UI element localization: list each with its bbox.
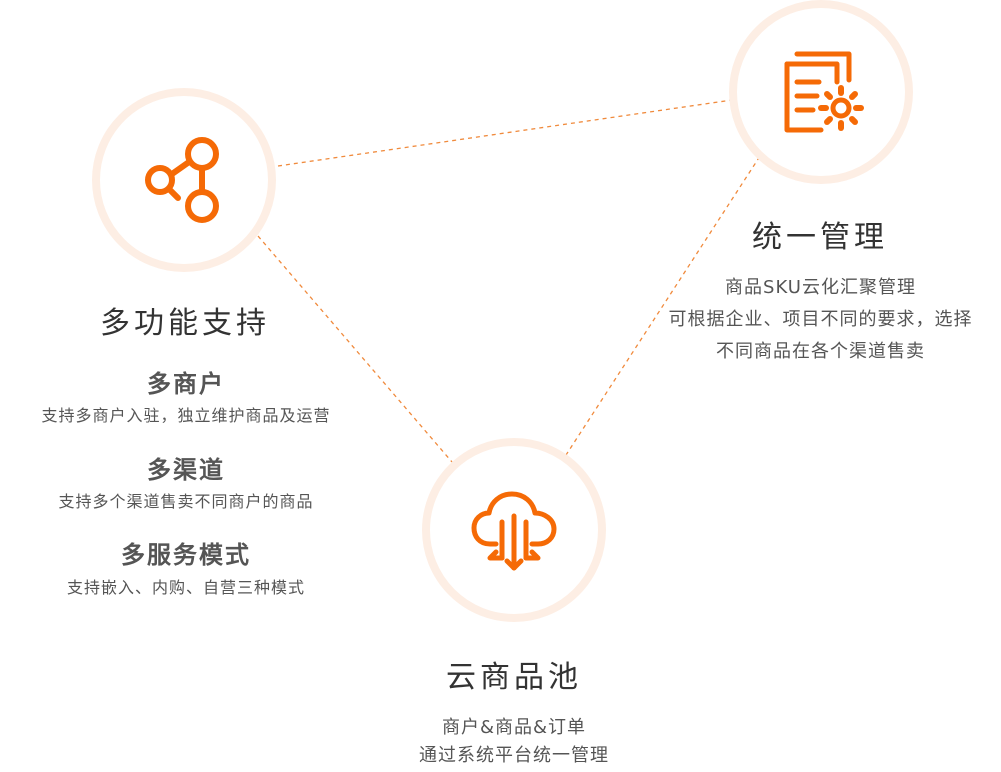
document-gear-icon xyxy=(784,51,864,133)
management-title: 统一管理 xyxy=(752,220,888,255)
management-line: 商品SKU云化汇聚管理 xyxy=(725,277,916,298)
share-icon xyxy=(145,137,219,223)
connector-features-management xyxy=(277,99,733,167)
pool-title: 云商品池 xyxy=(446,660,582,695)
management-node-circle xyxy=(729,0,913,184)
pool-line: 通过系统平台统一管理 xyxy=(419,745,609,766)
features-title: 多功能支持 xyxy=(100,306,270,341)
cloud-sync-icon xyxy=(471,491,557,571)
feature-desc: 支持嵌入、内购、自营三种模式 xyxy=(66,578,305,597)
connector-features-pool xyxy=(257,235,453,463)
feature-heading: 多服务模式 xyxy=(121,541,251,569)
feature-heading: 多商户 xyxy=(147,370,225,398)
pool-node-circle xyxy=(422,438,606,622)
management-line: 可根据企业、项目不同的要求，选择 xyxy=(668,309,973,330)
feature-heading: 多渠道 xyxy=(147,456,225,484)
feature-desc: 支持多商户入驻，独立维护商品及运营 xyxy=(41,406,331,425)
pool-line: 商户&商品&订单 xyxy=(441,717,587,738)
features-node-circle xyxy=(92,88,276,272)
feature-desc: 支持多个渠道售卖不同商户的商品 xyxy=(58,492,314,511)
management-line: 不同商品在各个渠道售卖 xyxy=(716,341,925,362)
